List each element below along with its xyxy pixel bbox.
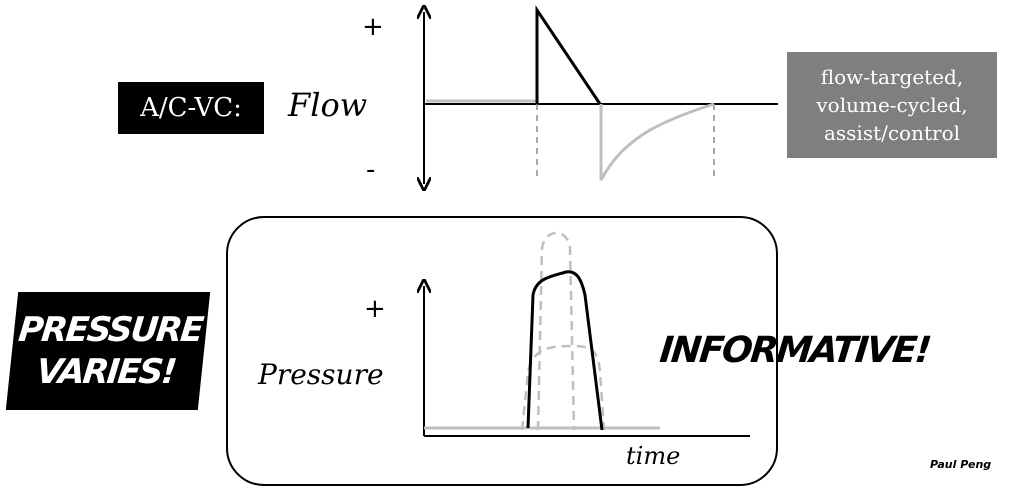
pressure-high-variant	[536, 231, 576, 431]
pressure-axis-label: Pressure	[258, 358, 384, 391]
flow-plus-sign: +	[362, 12, 384, 42]
flow-expiratory-trace	[599, 102, 715, 181]
flow-inspiratory-ramp	[535, 5, 602, 105]
flow-minus-sign: -	[366, 155, 376, 185]
pressure-plus-sign: +	[364, 294, 386, 324]
mode-description-box: flow-targeted, volume-cycled, assist/con…	[787, 52, 997, 158]
pressure-panel-frame	[226, 216, 778, 486]
time-axis-label: time	[626, 442, 681, 470]
author-credit: Paul Peng	[930, 458, 992, 471]
pressure-main-waveform	[526, 270, 604, 431]
flow-axis-label: Flow	[288, 86, 368, 124]
mode-label: A/C-VC:	[118, 82, 264, 134]
